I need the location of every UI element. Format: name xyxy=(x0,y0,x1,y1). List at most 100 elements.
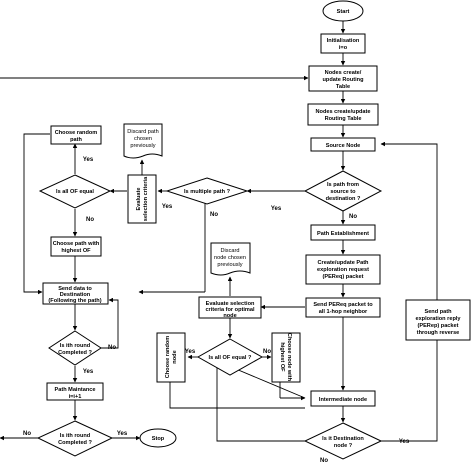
is-path-label: destination ? xyxy=(326,196,361,202)
choose-highest-of-label: Choose path with xyxy=(53,241,100,247)
discard-node-label: previously xyxy=(217,262,242,268)
is-path-diamond xyxy=(303,170,383,212)
choose-highest-of-label: highest OF xyxy=(61,248,91,254)
send-perep-label: Send path xyxy=(424,309,452,315)
discard-node-label: Discard xyxy=(221,248,240,254)
create-pereq-label: exploration request xyxy=(317,267,369,273)
eval-node-label: node xyxy=(223,313,236,319)
send-perep-label: (PERep) packet xyxy=(417,323,458,329)
choose-highest-of-box xyxy=(50,236,102,257)
create-pereq-label: Create/update Path xyxy=(318,260,370,266)
send-perep-label: exploration reply xyxy=(415,316,461,322)
edge-yes-label: Yes xyxy=(271,206,282,212)
is-dest-label: Is it Destination xyxy=(322,436,364,442)
create-pereq-label: (PEReq) packet xyxy=(322,274,363,280)
is-all-of1-diamond xyxy=(38,174,112,209)
is-all-of2-diamond xyxy=(196,338,264,376)
stop-label: Stop xyxy=(152,436,165,442)
is-ith1-label: Is ith round xyxy=(60,343,91,349)
init-label: i=o xyxy=(339,45,348,51)
source-node-label: Source Node xyxy=(326,143,361,149)
discard-path-label: chosen xyxy=(134,136,152,142)
path-maint-label: i=i+1 xyxy=(69,394,82,400)
discard-path-label: previously xyxy=(130,143,155,149)
nodes-create2-label: Routing Table xyxy=(325,116,362,122)
init-label: Initialisation xyxy=(327,38,360,44)
edge-no-label: No xyxy=(210,212,218,218)
send-data-box xyxy=(42,282,109,305)
choose-random-path-box xyxy=(50,125,102,145)
connectors xyxy=(0,21,440,442)
is-dest-diamond xyxy=(303,422,383,460)
edge-yes-label: Yes xyxy=(162,204,173,210)
send-perep-label: through reverse xyxy=(417,330,460,336)
start-label: Start xyxy=(337,9,350,15)
choose-node-highest-label: Choose node with xyxy=(286,333,292,382)
edge-no-label: No xyxy=(108,345,116,351)
is-multiple-label: Is multiple path ? xyxy=(184,189,231,195)
edge-yes-label: Yes xyxy=(117,431,128,437)
edge-no-label: No xyxy=(349,214,357,220)
edge-yes-label: Yes xyxy=(83,157,94,163)
nodes-create2-box xyxy=(307,103,379,126)
shapes xyxy=(36,0,471,460)
is-path-label: Is path from xyxy=(327,182,359,188)
is-ith1-label: Completed ? xyxy=(58,350,92,356)
intermediate-label: Intermediate node xyxy=(319,397,367,403)
send-pereq-box xyxy=(305,297,381,318)
is-ith1-diamond xyxy=(48,330,102,366)
send-pereq-label: Send PEReq packet to xyxy=(313,302,373,308)
stop-terminal xyxy=(139,428,177,448)
is-dest-label: node ? xyxy=(334,443,353,449)
is-ith2-diamond xyxy=(36,420,114,457)
init-box xyxy=(320,33,366,54)
choose-random-path-label: path xyxy=(70,137,82,143)
send-data-label: Destination xyxy=(60,292,91,298)
edge-no-label: No xyxy=(320,458,328,464)
nodes-create-label: Table xyxy=(336,84,350,90)
discard-path-label: Discard path xyxy=(127,129,158,135)
edge-yes-label: Yes xyxy=(185,349,196,355)
is-ith2-label: Completed ? xyxy=(58,440,92,446)
is-all-of2-label: Is all OF equal ? xyxy=(209,355,252,361)
start-terminal xyxy=(322,0,364,22)
send-data-label: (Following the path) xyxy=(48,298,101,304)
eval-node-label: Evaluate selection xyxy=(206,301,255,307)
discard-path-doc xyxy=(123,123,163,159)
eval-path-label: Evaluate xyxy=(136,187,142,210)
choose-random-node-box xyxy=(156,332,186,383)
is-path-label: source to xyxy=(330,189,356,195)
eval-path-box xyxy=(127,174,157,224)
edge-yes-label: Yes xyxy=(399,439,410,445)
eval-node-label: criteria for optimal xyxy=(205,307,255,313)
edge-no-label: No xyxy=(86,217,94,223)
send-perep-box xyxy=(405,299,471,341)
choose-node-highest-label: highest OF xyxy=(279,342,285,372)
path-maint-box xyxy=(46,382,104,401)
discard-node-label: node chosen xyxy=(214,255,246,261)
nodes-create-box xyxy=(308,65,378,92)
is-ith2-label: Is ith round xyxy=(60,433,91,439)
choose-random-node-label: node xyxy=(172,350,178,363)
edge-no-label: No xyxy=(23,431,31,437)
choose-node-highest-box xyxy=(271,332,301,383)
eval-node-box xyxy=(198,296,262,319)
eval-path-label: selection criteria xyxy=(143,176,149,221)
nodes-create2-label: Nodes create/update xyxy=(315,109,370,115)
source-node-box xyxy=(310,137,376,152)
discard-node-doc xyxy=(210,242,251,276)
choose-random-node-label: Choose random xyxy=(165,336,171,379)
edge-yes-label: Yes xyxy=(83,369,94,375)
edge-no-label: No xyxy=(263,349,271,355)
labels: Start Initialisation i=o Nodes create/ u… xyxy=(23,9,461,464)
is-multiple-diamond xyxy=(165,177,249,205)
intermediate-box xyxy=(310,390,376,407)
path-est-label: Path Establishment xyxy=(317,231,369,237)
nodes-create-label: Nodes create/ xyxy=(325,70,362,76)
path-est-box xyxy=(310,224,376,241)
send-data-label: Send data to xyxy=(58,286,92,292)
create-pereq-box xyxy=(305,254,381,285)
path-maint-label: Path Maintance xyxy=(54,387,95,393)
